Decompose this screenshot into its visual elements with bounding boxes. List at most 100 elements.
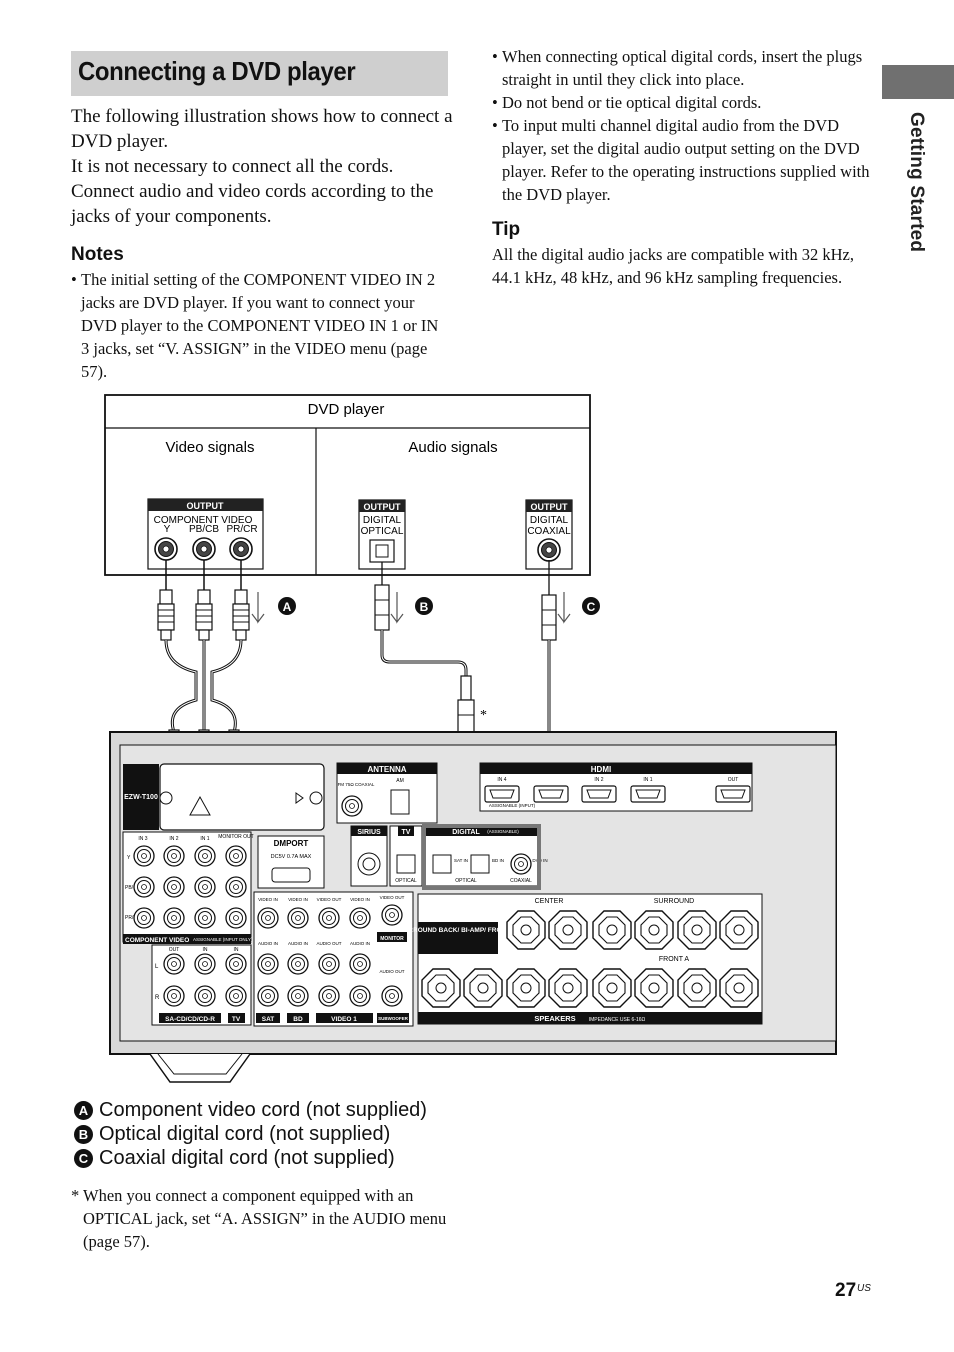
note-item: Do not bend or tie optical digital cords… <box>492 91 872 114</box>
svg-text:IMPEDANCE USE 6-16Ω: IMPEDANCE USE 6-16Ω <box>589 1017 646 1023</box>
svg-text:SURROUND BACK/ BI-AMP/ FRONT B: SURROUND BACK/ BI-AMP/ FRONT B <box>399 927 517 934</box>
note-item: When connecting optical digital cords, i… <box>492 45 872 91</box>
svg-text:MONITOR OUT: MONITOR OUT <box>218 834 253 840</box>
svg-text:COAXIAL: COAXIAL <box>527 526 571 537</box>
svg-text:L: L <box>155 964 159 970</box>
svg-text:IN 2: IN 2 <box>594 777 603 783</box>
svg-text:AM: AM <box>396 778 404 784</box>
svg-text:IN 4: IN 4 <box>497 777 506 783</box>
note-item: The initial setting of the COMPONENT VID… <box>71 268 449 383</box>
svg-text:OPTICAL: OPTICAL <box>395 878 417 884</box>
svg-text:AUDIO IN: AUDIO IN <box>350 941 370 946</box>
svg-text:SAT: SAT <box>262 1016 275 1023</box>
notes-list-continued: When connecting optical digital cords, i… <box>492 45 872 206</box>
svg-text:OUTPUT: OUTPUT <box>531 502 569 512</box>
intro-text: The following illustration shows how to … <box>71 104 456 229</box>
badge-b-icon <box>415 597 433 615</box>
notes-heading: Notes <box>71 244 124 265</box>
svg-text:VIDEO IN: VIDEO IN <box>288 897 308 902</box>
svg-text:DC5V 0.7A MAX: DC5V 0.7A MAX <box>271 854 312 860</box>
svg-text:EZW-T100: EZW-T100 <box>124 794 158 801</box>
svg-text:SURROUND: SURROUND <box>654 898 694 905</box>
svg-text:DIGITAL: DIGITAL <box>530 515 569 526</box>
legend-text: Coaxial digital cord (not supplied) <box>99 1146 395 1169</box>
dvd-player-label: DVD player <box>308 401 385 418</box>
page-number: 27 <box>835 1280 857 1301</box>
component-video-output: OUTPUT COMPONENT VIDEO Y PB/CB PR/CR <box>147 498 264 570</box>
svg-text:DIGITAL: DIGITAL <box>363 515 402 526</box>
tip-heading: Tip <box>492 219 521 240</box>
svg-text:IN 2: IN 2 <box>169 836 178 842</box>
svg-text:A: A <box>283 600 292 614</box>
legend-item-c: C Coaxial digital cord (not supplied) <box>74 1146 427 1170</box>
svg-text:TV: TV <box>232 1016 241 1023</box>
svg-text:MONITOR: MONITOR <box>380 936 404 942</box>
svg-text:COMPONENT VIDEO: COMPONENT VIDEO <box>154 515 253 526</box>
badge-c-icon: C <box>74 1148 93 1168</box>
video-signals-label: Video signals <box>166 439 255 456</box>
svg-text:VIDEO IN: VIDEO IN <box>258 897 278 902</box>
svg-text:CENTER: CENTER <box>535 898 564 905</box>
svg-text:AUDIO IN: AUDIO IN <box>288 941 308 946</box>
audio-signals-label: Audio signals <box>408 439 497 456</box>
badge-a-icon: A <box>74 1100 93 1120</box>
svg-text:C: C <box>587 600 596 614</box>
svg-text:OPTICAL: OPTICAL <box>455 878 477 884</box>
svg-text:ASSIGNABLE (INPUT ONLY): ASSIGNABLE (INPUT ONLY) <box>193 937 253 942</box>
svg-text:(ASSIGNABLE): (ASSIGNABLE) <box>487 829 519 834</box>
svg-text:IN: IN <box>203 947 208 953</box>
svg-text:B: B <box>420 600 429 614</box>
page-number-suffix: US <box>857 1283 871 1294</box>
footnote: * When you connect a component equipped … <box>71 1184 461 1253</box>
coaxial-output: OUTPUT DIGITAL COAXIAL <box>525 499 573 570</box>
svg-text:PR/CR: PR/CR <box>226 524 257 535</box>
svg-text:COMPONENT VIDEO: COMPONENT VIDEO <box>125 937 189 944</box>
notes-list: The initial setting of the COMPONENT VID… <box>71 268 449 383</box>
note-item: To input multi channel digital audio fro… <box>492 114 872 206</box>
svg-text:VIDEO OUT: VIDEO OUT <box>380 895 405 900</box>
svg-text:FM 75Ω COAXIAL: FM 75Ω COAXIAL <box>338 782 375 787</box>
optical-output: OUTPUT DIGITAL OPTICAL <box>358 499 406 570</box>
asterisk-mark: * <box>480 708 487 723</box>
svg-text:OPTICAL: OPTICAL <box>361 526 404 537</box>
svg-text:VIDEO 1: VIDEO 1 <box>331 1016 357 1023</box>
legend-text: Component video cord (not supplied) <box>99 1098 427 1121</box>
svg-text:R: R <box>155 995 160 1001</box>
section-tab <box>882 65 954 99</box>
legend-item-b: B Optical digital cord (not supplied) <box>74 1122 427 1146</box>
svg-text:Y: Y <box>164 524 171 535</box>
svg-text:AUDIO OUT: AUDIO OUT <box>316 941 341 946</box>
tip-text: All the digital audio jacks are compatib… <box>492 245 854 287</box>
title-bar <box>71 51 448 96</box>
svg-text:OUTPUT: OUTPUT <box>187 501 225 511</box>
footnote-text: When you connect a component equipped wi… <box>83 1186 447 1251</box>
svg-text:Y: Y <box>127 855 131 861</box>
badge-a-icon <box>278 597 296 615</box>
svg-text:VIDEO IN: VIDEO IN <box>350 897 370 902</box>
svg-text:AUDIO OUT: AUDIO OUT <box>379 969 404 974</box>
legend: A Component video cord (not supplied) B … <box>74 1098 427 1170</box>
svg-text:OUT: OUT <box>169 947 180 953</box>
svg-text:DIGITAL: DIGITAL <box>452 829 480 836</box>
badge-b-icon: B <box>74 1124 93 1144</box>
svg-text:PB/CB: PB/CB <box>189 524 219 535</box>
legend-item-a: A Component video cord (not supplied) <box>74 1098 427 1122</box>
svg-text:HDMI: HDMI <box>591 765 611 774</box>
svg-text:COAXIAL: COAXIAL <box>510 878 532 884</box>
svg-text:AUDIO IN: AUDIO IN <box>258 941 278 946</box>
legend-text: Optical digital cord (not supplied) <box>99 1122 391 1145</box>
svg-text:SA-CD/CD/CD-R: SA-CD/CD/CD-R <box>165 1016 215 1023</box>
page-title: Connecting a DVD player <box>78 56 356 86</box>
svg-text:VIDEO OUT: VIDEO OUT <box>317 897 342 902</box>
svg-text:BD: BD <box>293 1016 303 1023</box>
svg-text:SUBWOOFER: SUBWOOFER <box>378 1016 408 1021</box>
svg-text:IN 1: IN 1 <box>643 777 652 783</box>
svg-text:SAT IN: SAT IN <box>454 858 468 863</box>
svg-text:SIRIUS: SIRIUS <box>357 829 381 836</box>
svg-text:DMPORT: DMPORT <box>274 839 309 848</box>
footnote-asterisk: * <box>71 1186 80 1205</box>
svg-text:OUTPUT: OUTPUT <box>364 502 402 512</box>
svg-text:FRONT A: FRONT A <box>659 956 690 963</box>
svg-text:IN: IN <box>234 947 239 953</box>
